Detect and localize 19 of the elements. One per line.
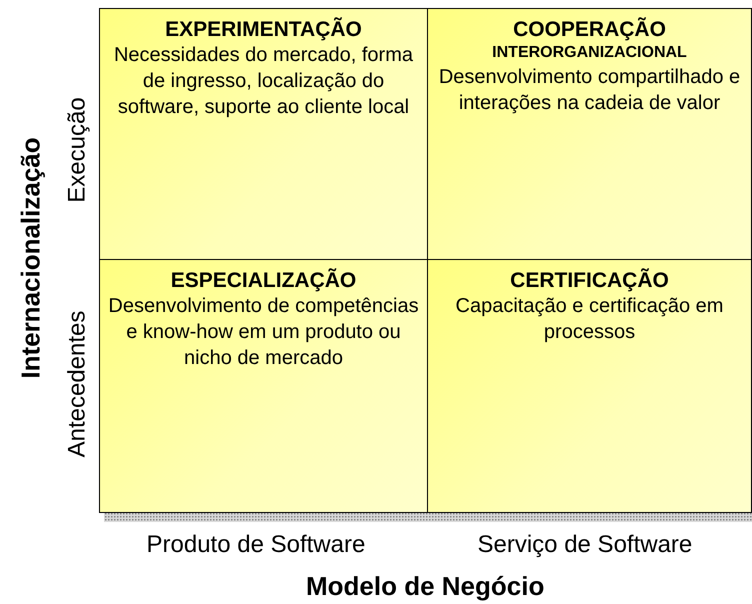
quadrant-description: Capacitação e certificação em processos [454, 294, 724, 345]
quadrant-heading: EXPERIMENTAÇÃO [164, 17, 363, 42]
quadrant-heading: ESPECIALIZAÇÃO [170, 268, 358, 293]
axis-label: Produto de Software [146, 531, 366, 559]
quadrant-box [427, 259, 752, 513]
quadrant-description: Necessidades do mercado, forma de ingresso, localização do software, suporte ao cliente local [112, 43, 414, 120]
quadrant-description: Desenvolvimento de competências e know-how em um produto ou nicho de mercado [107, 294, 420, 371]
axis-label: Antecedentes [62, 310, 91, 458]
quadrant-description: Desenvolvimento compartilhado e interações na cadeia de valor [438, 65, 742, 116]
quadrant-subheading: INTERORGANIZACIONAL [491, 43, 688, 63]
axis-label: Execução [63, 97, 92, 203]
quadrant-heading: CERTIFICAÇÃO [509, 268, 670, 293]
axis-label: Serviço de Software [478, 531, 692, 559]
quadrant-box [99, 259, 428, 513]
axis-title: Modelo de Negócio [306, 572, 544, 600]
quadrant-box [427, 8, 752, 260]
quadrant-heading: COOPERAÇÃO [512, 17, 667, 42]
quadrant-box [99, 8, 428, 260]
axis-title: Internacionalização [16, 137, 44, 379]
